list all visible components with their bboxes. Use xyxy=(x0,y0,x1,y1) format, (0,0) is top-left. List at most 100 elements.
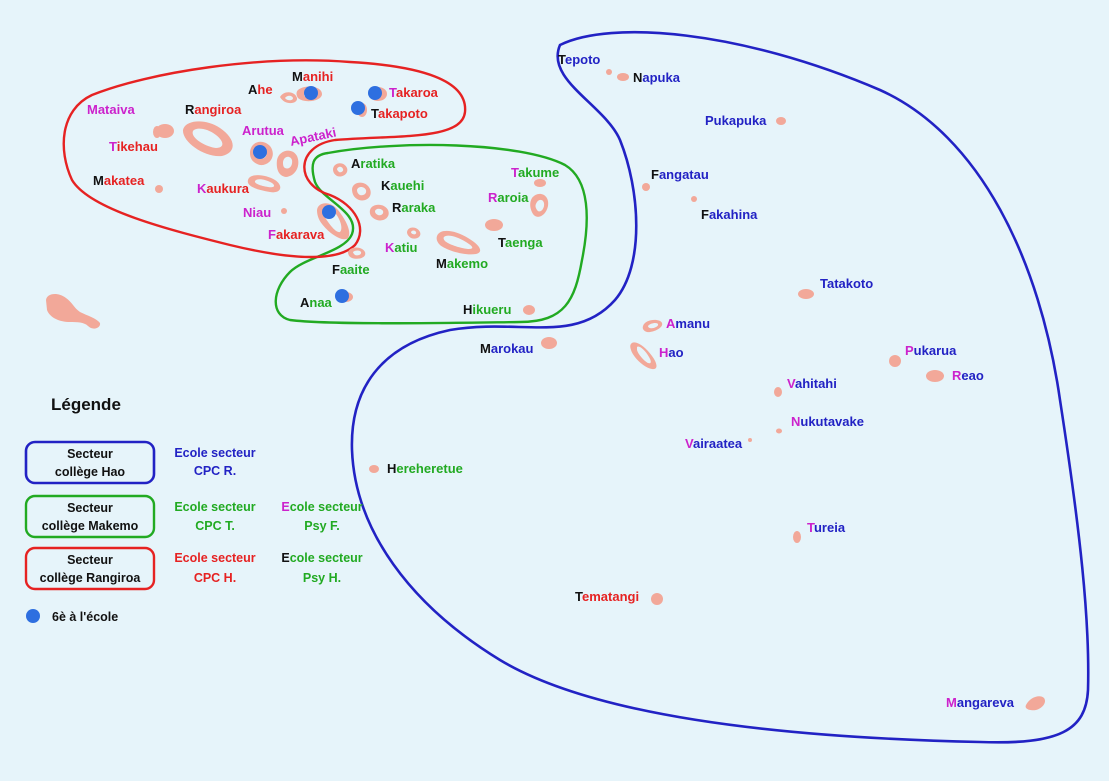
dot-fakarava xyxy=(322,205,336,219)
legend-cpc-t-line2: CPC T. xyxy=(195,519,235,533)
label-taenga: Taenga xyxy=(498,235,543,250)
taenga-atoll xyxy=(485,219,503,231)
label-hikueru: Hikueru xyxy=(463,302,511,317)
label-faaite: Faaite xyxy=(332,262,370,277)
pukarua-atoll xyxy=(889,355,901,367)
label-katiu: Katiu xyxy=(385,240,418,255)
school-dots-layer xyxy=(253,86,382,303)
label-vahitahi: Vahitahi xyxy=(787,376,837,391)
label-vairaatea: Vairaatea xyxy=(685,436,743,451)
label-takapoto: Takapoto xyxy=(371,106,428,121)
legend-psy-f-line2: Psy F. xyxy=(304,519,339,533)
makemo-sector-outline xyxy=(274,143,588,325)
legend-rangiroa-box-line1: Secteur xyxy=(67,553,113,567)
legend-title: Légende xyxy=(51,395,121,414)
raraka-atoll xyxy=(369,204,389,221)
legend-cpc-r-line1: Ecole secteur xyxy=(174,446,255,460)
pukapuka-atoll xyxy=(776,117,786,125)
label-mataiva: Mataiva xyxy=(87,102,135,117)
label-marokau: Marokau xyxy=(480,341,534,356)
label-raroia: Raroia xyxy=(488,190,529,205)
label-tikehau: Tikehau xyxy=(109,139,158,154)
dot-arutua xyxy=(253,145,267,159)
dot-anaa xyxy=(335,289,349,303)
legend-cpc-h-line2: CPC H. xyxy=(194,571,236,585)
island-labels-layer: Tepoto Napuka Pukapuka Fangatau Fakahina… xyxy=(87,52,1015,710)
napuka-atoll xyxy=(617,73,629,81)
label-fakahina: Fakahina xyxy=(701,207,758,222)
legend-makemo-box-line2: collège Makemo xyxy=(42,519,139,533)
legend-rangiroa-box xyxy=(24,546,156,591)
tahiti-island xyxy=(46,294,101,329)
label-raraka: Raraka xyxy=(392,200,436,215)
legend-psy-h-line1: Ecole secteur xyxy=(281,551,362,565)
legend-makemo-box xyxy=(24,494,156,539)
hikueru-atoll xyxy=(523,305,535,315)
legend-cpc-r-line2: CPC R. xyxy=(194,464,236,478)
label-aratika: Aratika xyxy=(351,156,396,171)
mangareva-island xyxy=(1025,696,1046,711)
label-hereheretue: Hereheretue xyxy=(387,461,463,476)
fangatau-atoll xyxy=(642,183,650,191)
ahe-atoll xyxy=(280,92,298,104)
legend-hao-box xyxy=(24,440,156,485)
makemo-atoll xyxy=(436,230,481,255)
vahitahi-atoll xyxy=(774,387,782,397)
rangiroa-atoll xyxy=(182,121,233,157)
label-manihi: Manihi xyxy=(292,69,333,84)
reao-atoll xyxy=(926,370,944,382)
tatakoto-atoll xyxy=(798,289,814,299)
label-tepoto: Tepoto xyxy=(558,52,600,67)
hereheretue-atoll xyxy=(369,465,379,473)
legend-dot-label: 6è à l'école xyxy=(52,610,118,624)
label-fakarava: Fakarava xyxy=(268,227,325,242)
faaite-atoll xyxy=(348,247,366,259)
legend-makemo-box-line1: Secteur xyxy=(67,501,113,515)
label-takume: Takume xyxy=(511,165,559,180)
label-anaa: Anaa xyxy=(300,295,333,310)
apataki-atoll xyxy=(276,150,299,177)
label-arutua: Arutua xyxy=(242,123,285,138)
aratika-atoll xyxy=(333,163,348,177)
hao-sector-outline xyxy=(350,30,1090,744)
hao-atoll xyxy=(630,342,657,370)
dot-takaroa xyxy=(368,86,382,100)
label-mangareva: Mangareva xyxy=(946,695,1015,710)
legend-hao-box-line1: Secteur xyxy=(67,447,113,461)
tureia-atoll xyxy=(793,531,801,543)
label-reao: Reao xyxy=(952,368,984,383)
label-makemo: Makemo xyxy=(436,256,488,271)
tematangi-atoll xyxy=(651,593,663,605)
legend-psy-h-line2: Psy H. xyxy=(303,571,341,585)
amanu-atoll xyxy=(642,319,663,333)
rangiroa-sector-outline xyxy=(62,59,467,259)
legend-psy-f-line1: Ecole secteur xyxy=(281,500,362,514)
legend-cpc-t-line1: Ecole secteur xyxy=(174,500,255,514)
label-napuka: Napuka xyxy=(633,70,681,85)
label-makatea: Makatea xyxy=(93,173,145,188)
tepoto-island xyxy=(606,69,612,75)
label-nukutavake: Nukutavake xyxy=(791,414,864,429)
label-rangiroa: Rangiroa xyxy=(185,102,242,117)
label-kauehi: Kauehi xyxy=(381,178,424,193)
fakahina-atoll xyxy=(691,196,697,202)
label-amanu: Amanu xyxy=(666,316,710,331)
legend: Légende Secteur collège Hao Secteur coll… xyxy=(24,395,363,624)
marokau-atoll xyxy=(541,337,557,349)
label-apataki: Apataki xyxy=(289,124,338,148)
niau-atoll xyxy=(281,208,287,214)
label-pukarua: Pukarua xyxy=(905,343,957,358)
legend-dot-icon xyxy=(26,609,40,623)
legend-hao-box-line2: collège Hao xyxy=(55,465,126,479)
label-tureia: Tureia xyxy=(807,520,846,535)
label-kaukura: Kaukura xyxy=(197,181,250,196)
raroia-atoll xyxy=(534,179,546,187)
label-pukapuka: Pukapuka xyxy=(705,113,767,128)
legend-rangiroa-box-line2: collège Rangiroa xyxy=(40,571,142,585)
label-tatakoto: Tatakoto xyxy=(820,276,873,291)
makatea-island xyxy=(155,185,163,193)
label-hao: Hao xyxy=(659,345,684,360)
label-fangatau: Fangatau xyxy=(651,167,709,182)
vairaatea-island xyxy=(748,438,752,442)
